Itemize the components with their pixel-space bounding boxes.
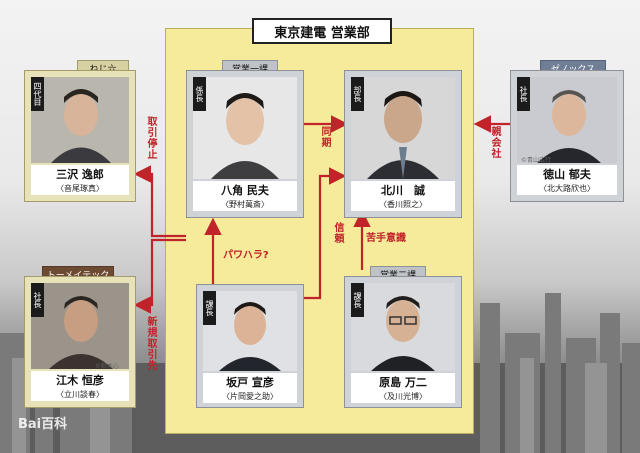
role-badge: 課長 xyxy=(351,283,364,317)
role-badge: 部長 xyxy=(351,77,364,111)
role-badge: 課長 xyxy=(203,291,216,325)
person-card-sawa[interactable]: 四代目 三沢 逸郎 〈音尾琢真〉 xyxy=(24,70,136,202)
label-shinrai: 信頼 xyxy=(332,222,343,244)
portrait-tokuyama xyxy=(517,77,617,163)
label-shinki-torihikisaki: 新規取引先 xyxy=(145,316,156,371)
person-card-kitagawa[interactable]: 部長 北川 誠 〈香川照之〉 xyxy=(344,70,462,218)
person-name: 北川 誠 xyxy=(351,181,455,198)
label-douki: 同期 xyxy=(319,126,330,148)
person-name: 三沢 逸郎 xyxy=(31,165,129,182)
photo-credit-egi: ©鈴木心 xyxy=(95,363,120,370)
person-name: 坂戸 宣彦 xyxy=(203,373,297,390)
portrait-harashima xyxy=(351,283,455,371)
portrait-yasumi xyxy=(193,77,297,179)
person-card-sakado[interactable]: 課長 坂戸 宣彦 〈片岡愛之助〉 xyxy=(196,284,304,408)
baidu-watermark: Bai百科 xyxy=(18,417,68,432)
label-torihiki-teishi: 取引停止 xyxy=(145,116,156,160)
portrait-egi xyxy=(31,283,129,369)
person-name: 八角 民夫 xyxy=(193,181,297,198)
portrait-sakado xyxy=(203,291,297,371)
role-badge: 係長 xyxy=(193,77,206,111)
portrait-kitagawa xyxy=(351,77,455,179)
label-oyagaisha: 親会社 xyxy=(489,126,500,159)
actor-name: 〈片岡愛之助〉 xyxy=(203,390,297,403)
person-name: 江木 恒彦 xyxy=(31,371,129,388)
person-name: 原島 万二 xyxy=(351,373,455,390)
actor-name: 〈野村萬斎〉 xyxy=(193,198,297,211)
department-title: 東京建電 営業部 xyxy=(252,18,392,44)
person-card-tokuyama[interactable]: ©青山広行 社長 徳山 郁夫 〈北大路欣也〉 xyxy=(510,70,624,202)
label-pawahara: パワハラ? xyxy=(223,250,269,261)
actor-name: 〈及川光博〉 xyxy=(351,390,455,403)
photo-credit-tokuyama: ©青山広行 xyxy=(521,157,552,164)
role-badge: 四代目 xyxy=(31,77,44,111)
person-card-yasumi[interactable]: 係長 八角 民夫 〈野村萬斎〉 xyxy=(186,70,304,218)
actor-name: 〈立川談春〉 xyxy=(31,388,129,401)
role-badge: 社長 xyxy=(31,283,44,317)
person-card-harashima[interactable]: 課長 原島 万二 〈及川光博〉 xyxy=(344,276,462,408)
arrow-shinrai xyxy=(302,167,347,300)
portrait-sawa xyxy=(31,77,129,163)
actor-name: 〈音尾琢真〉 xyxy=(31,182,129,195)
arrow-shinki-torihiki xyxy=(133,238,186,314)
arrow-torihiki-teishi xyxy=(133,165,186,238)
actor-name: 〈香川照之〉 xyxy=(351,198,455,211)
role-badge: 社長 xyxy=(517,77,530,111)
actor-name: 〈北大路欣也〉 xyxy=(517,182,617,195)
person-card-egi[interactable]: ©鈴木心 社長 江木 恒彦 〈立川談春〉 xyxy=(24,276,136,408)
person-name: 徳山 郁夫 xyxy=(517,165,617,182)
label-nigate-ishiki: 苦手意識 xyxy=(366,233,406,244)
